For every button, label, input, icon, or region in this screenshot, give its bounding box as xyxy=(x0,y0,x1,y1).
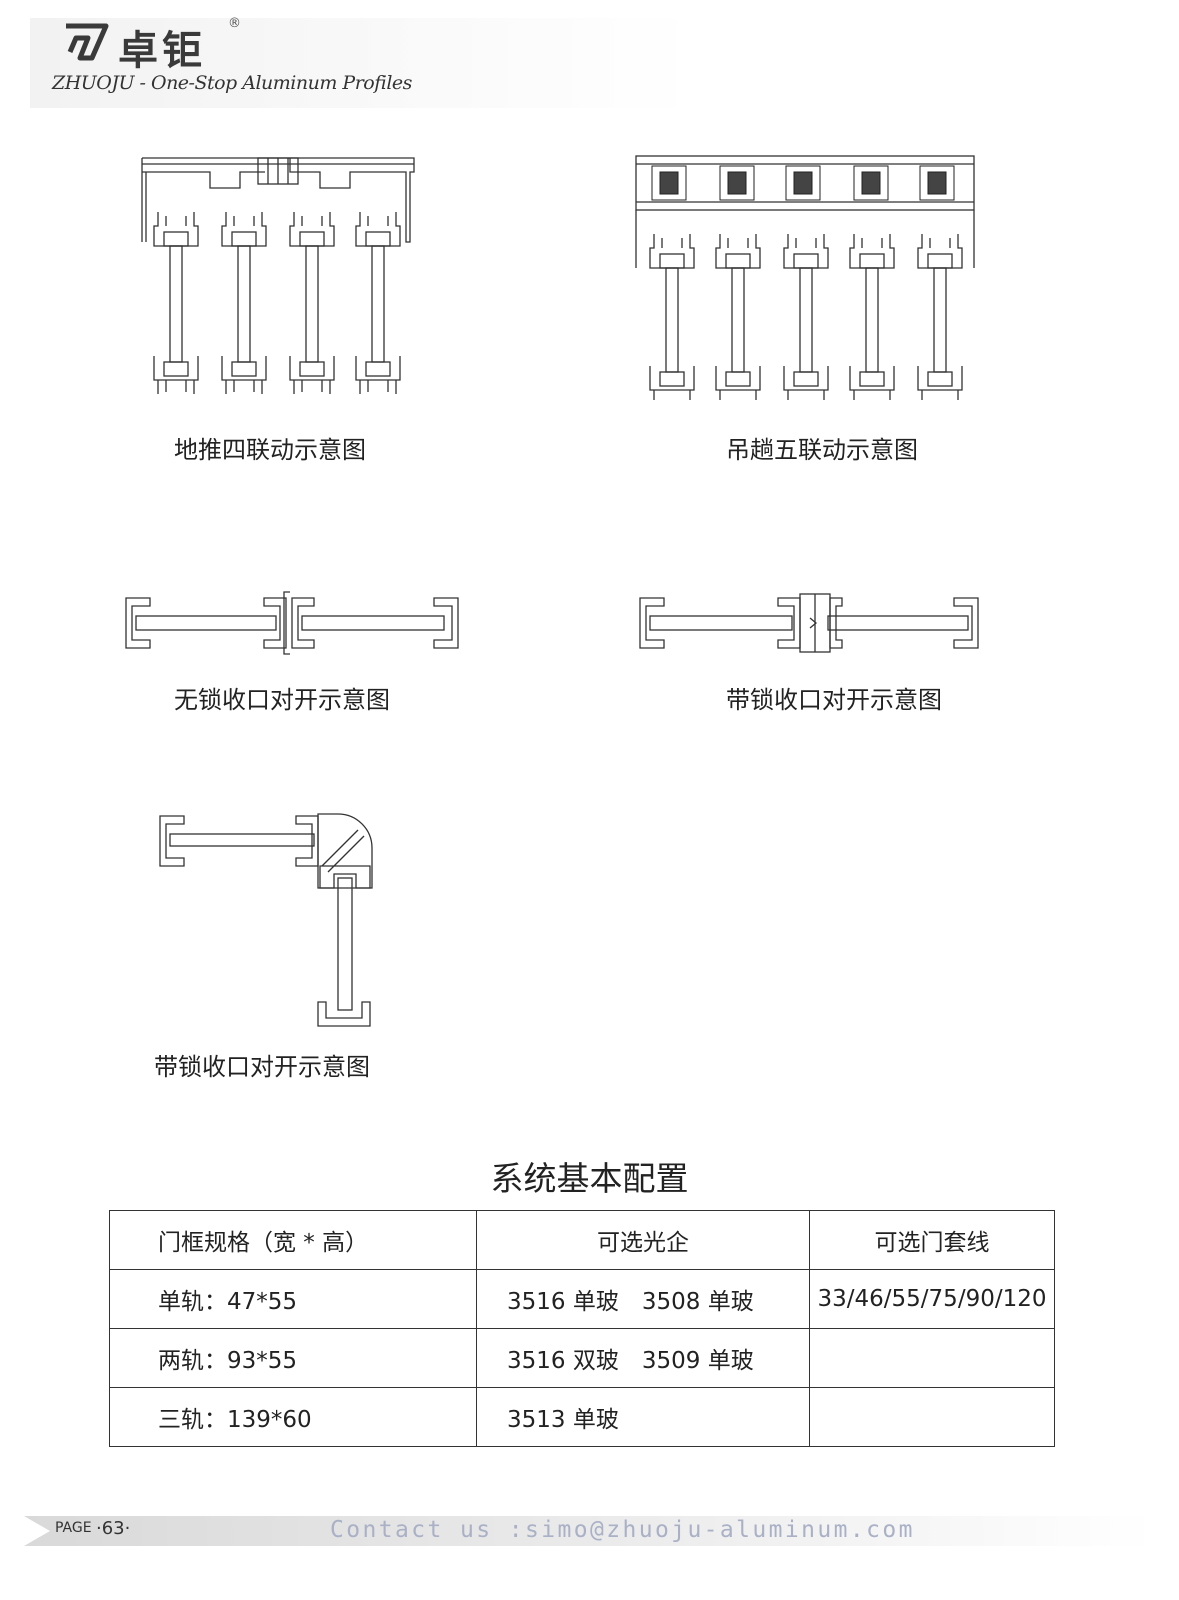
cell-door-casing xyxy=(809,1328,1055,1388)
logo-icon xyxy=(66,23,109,61)
cell-door-casing: 33/46/55/75/90/120 xyxy=(809,1269,1055,1329)
header-band xyxy=(30,18,1140,108)
cell-glazing-bead: 3516 单玻 3508 单玻 xyxy=(476,1269,810,1329)
cell-frame-spec: 单轨：47*55 xyxy=(109,1269,477,1329)
config-title: 系统基本配置 xyxy=(490,1159,689,1198)
contact-email[interactable]: Contact us :simo@zhuoju-aluminum.com xyxy=(330,1517,915,1543)
corner-lock-drawing xyxy=(159,813,373,1027)
registered-mark: ® xyxy=(228,16,241,31)
cell-glazing-bead: 3513 单玻 xyxy=(476,1387,810,1447)
footer-arrow-icon xyxy=(24,1516,50,1546)
cell-frame-spec: 两轨：93*55 xyxy=(109,1328,477,1388)
cell-door-casing xyxy=(809,1387,1055,1447)
table-row: 单轨：47*55 3516 单玻 3508 单玻 33/46/55/75/90/… xyxy=(109,1269,1055,1329)
table-header-row: 门框规格（宽 * 高） 可选光企 可选门套线 xyxy=(109,1210,1055,1270)
caption-four-panel: 地推四联动示意图 xyxy=(174,436,366,464)
caption-corner-lock: 带锁收口对开示意图 xyxy=(154,1053,370,1081)
footer-bar xyxy=(24,1516,1154,1546)
caption-double-open-lock: 带锁收口对开示意图 xyxy=(726,686,942,714)
config-table: 门框规格（宽 * 高） 可选光企 可选门套线 单轨：47*55 3516 单玻 … xyxy=(109,1210,1055,1447)
four-panel-sliding-drawing xyxy=(141,157,415,394)
header-frame-spec: 门框规格（宽 * 高） xyxy=(109,1210,477,1270)
double-open-lock-drawing xyxy=(639,593,979,653)
five-panel-hanging-drawing xyxy=(635,155,975,400)
page-label: PAGE xyxy=(55,1520,92,1536)
header-door-casing: 可选门套线 xyxy=(809,1210,1055,1270)
double-open-no-lock-drawing xyxy=(125,591,459,655)
header-glazing-bead: 可选光企 xyxy=(476,1210,810,1270)
logo-english: ZHUOJU - One-Stop Aluminum Profiles xyxy=(52,72,412,94)
cell-frame-spec: 三轨：139*60 xyxy=(109,1387,477,1447)
caption-double-open-no-lock: 无锁收口对开示意图 xyxy=(174,686,390,714)
page-number: ·63· xyxy=(96,1518,131,1539)
table-row: 三轨：139*60 3513 单玻 xyxy=(109,1387,1055,1447)
logo-chinese: 卓钜 xyxy=(118,28,206,74)
caption-five-panel: 吊趟五联动示意图 xyxy=(726,436,918,464)
cell-glazing-bead: 3516 双玻 3509 单玻 xyxy=(476,1328,810,1388)
table-row: 两轨：93*55 3516 双玻 3509 单玻 xyxy=(109,1328,1055,1388)
